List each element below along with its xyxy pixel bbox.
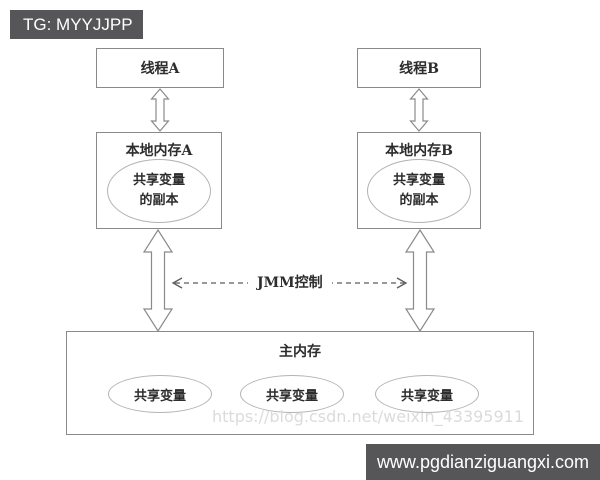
main-memory-label: 主内存 [279,344,321,360]
local-memory-b-box: 本地内存B 共享变量 的副本 [357,132,481,229]
thread-b-box: 线程B [357,48,481,88]
shared-variable-label: 共享变量 [133,388,186,404]
shared-variable-copy-b-ellipse: 共享变量 的副本 [367,159,471,223]
telegram-badge: TG: MYYJJPP [10,10,143,39]
thread-a-box: 线程A [96,48,224,88]
thread-b-local-b-double-arrow-icon [409,88,429,132]
thread-a-local-a-double-arrow-icon [150,88,170,132]
shared-variable-label: 共享变量 [265,388,318,404]
shared-copy-line2: 的副本 [139,193,179,208]
shared-variable-ellipse-2: 共享变量 [240,375,344,413]
main-memory-box: 主内存 共享变量 共享变量 共享变量 [66,331,534,435]
shared-copy-line2: 的副本 [399,193,439,208]
jmm-control-label: JMM控制 [248,272,332,292]
jmm-control-left-arrowhead-icon [171,277,183,289]
shared-copy-line1: 共享变量 [392,172,445,188]
local-memory-a-label: 本地内存A [125,143,193,159]
shared-variable-ellipse-1: 共享变量 [108,375,212,413]
local-a-main-memory-double-arrow-icon [142,228,174,333]
shared-variable-ellipse-3: 共享变量 [375,375,479,413]
local-b-main-memory-double-arrow-icon [404,228,436,333]
shared-variable-copy-a-ellipse: 共享变量 的副本 [107,159,211,223]
watermark-text: https://blog.csdn.net/weixin_43395911 [212,407,525,426]
jmm-control-right-arrowhead-icon [396,277,408,289]
local-memory-a-box: 本地内存A 共享变量 的副本 [96,132,222,229]
thread-b-label: 线程B [399,61,439,77]
shared-variable-label: 共享变量 [400,388,453,404]
shared-copy-line1: 共享变量 [132,172,185,188]
website-badge: www.pgdianziguangxi.com [366,444,600,480]
local-memory-b-label: 本地内存B [385,143,453,159]
thread-a-label: 线程A [140,61,180,77]
